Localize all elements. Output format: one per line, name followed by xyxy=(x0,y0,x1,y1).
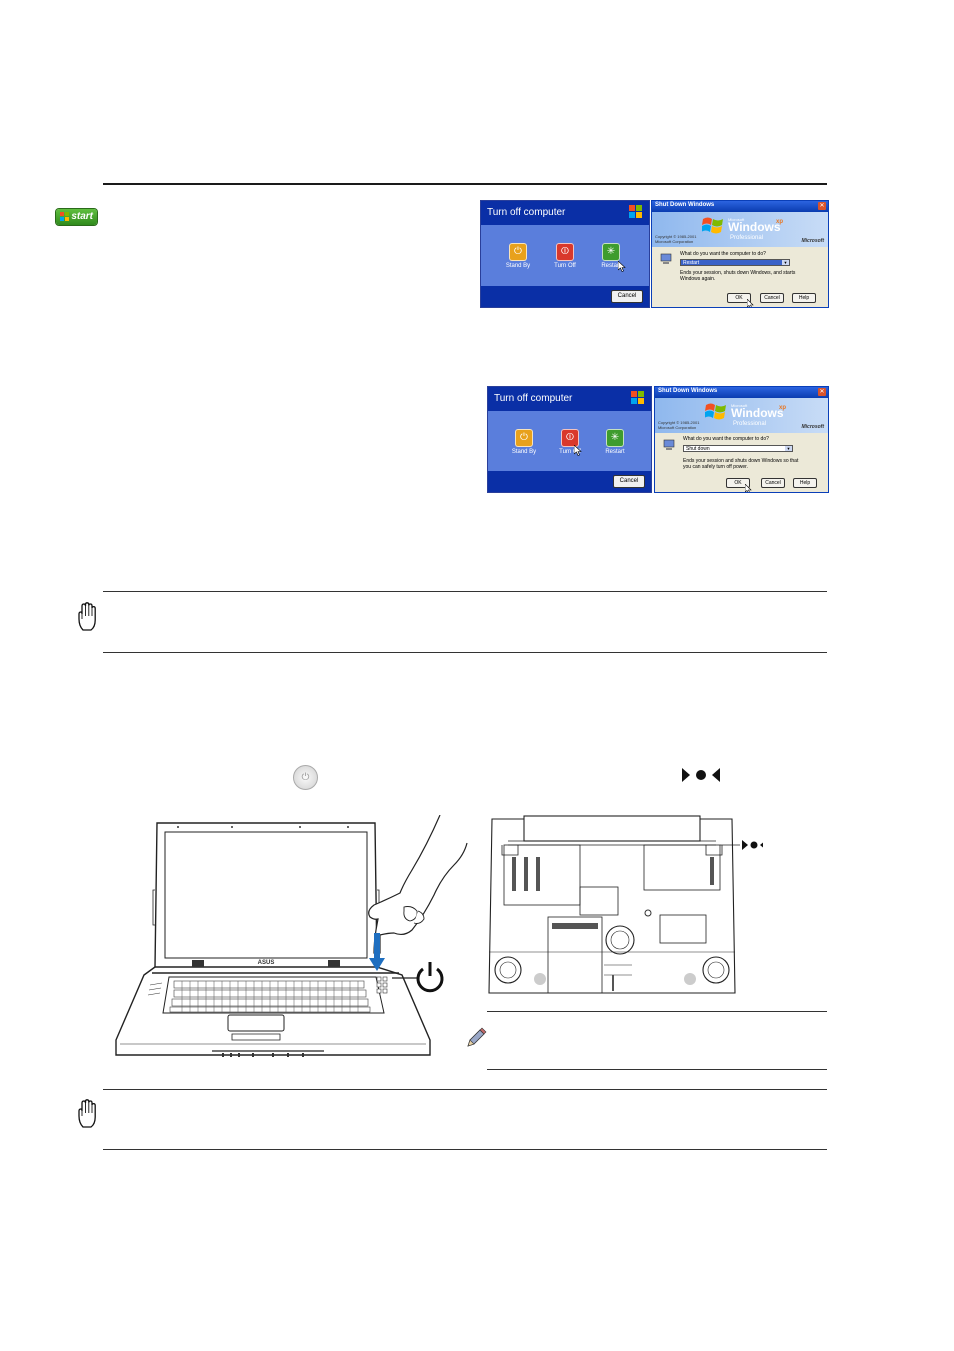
standby-icon: ⏻ xyxy=(509,243,527,261)
description-text: Ends your session, shuts down Windows, a… xyxy=(680,270,796,282)
warning-top-rule xyxy=(103,1089,827,1090)
computer-icon xyxy=(663,438,675,450)
dialog-title: Shut Down Windows xyxy=(658,388,718,394)
help-button[interactable]: Help xyxy=(792,293,816,303)
restart-label: Restart xyxy=(601,263,621,269)
close-icon[interactable]: ✕ xyxy=(818,388,826,396)
turn-off-dialog: Turn off computer ⏻ Stand By ⏼ Turn Off … xyxy=(480,200,650,308)
standby-option[interactable]: ⏻ Stand By xyxy=(504,429,544,455)
brand-xp: xp xyxy=(776,219,784,225)
start-label: start xyxy=(71,211,93,222)
standby-icon: ⏻ xyxy=(515,429,533,447)
brand-edition: Professional xyxy=(730,235,764,241)
windows-banner: Microsoft Windows xp Professional Copyri… xyxy=(655,398,828,433)
turn-off-dialog: Turn off computer ⏻ Stand By ⏼ Turn Off … xyxy=(487,386,652,493)
note-pencil-icon xyxy=(464,1026,488,1050)
mouse-cursor-icon xyxy=(617,259,626,277)
dialog-footer: Cancel xyxy=(488,471,651,492)
mouse-cursor-icon xyxy=(746,296,754,307)
cancel-button[interactable]: Cancel xyxy=(760,293,784,303)
ok-button[interactable]: OK xyxy=(727,293,751,303)
warning-bottom-rule xyxy=(103,652,827,653)
brand-windows: Windows xyxy=(728,220,781,234)
windows-xp-logo-icon xyxy=(702,217,723,234)
windows-banner: Microsoft Windows xp Professional Copyri… xyxy=(652,212,828,247)
turnoff-option[interactable]: ⏼ Turn Off xyxy=(545,243,585,269)
copyright-text: Copyright © 1985-2001 Microsoft Corporat… xyxy=(658,420,700,430)
turnoff-label: Turn Off xyxy=(559,449,581,455)
brand-xp: xp xyxy=(779,405,787,411)
warning-hand-icon xyxy=(77,1099,99,1129)
shut-down-windows-dialog: Shut Down Windows ✕ Microsoft Windows xp… xyxy=(654,386,829,493)
warning-hand-icon xyxy=(77,602,99,632)
microsoft-logo: Microsoft xyxy=(801,238,825,244)
brand-windows: Windows xyxy=(731,406,784,420)
note-top-rule xyxy=(487,1011,827,1012)
dialog-header: Turn off computer xyxy=(481,201,649,225)
action-select[interactable]: Restart ▼ xyxy=(680,259,790,266)
mouse-cursor-icon xyxy=(744,481,752,492)
mouse-cursor-icon xyxy=(573,443,582,461)
action-selected: Restart xyxy=(683,260,700,266)
action-selected: Shut down xyxy=(686,446,710,452)
ok-button[interactable]: OK xyxy=(726,478,750,488)
cancel-button[interactable]: Cancel xyxy=(611,290,643,303)
cancel-button[interactable]: Cancel xyxy=(761,478,785,488)
brand-edition: Professional xyxy=(733,421,767,427)
restart-icon: ✳ xyxy=(602,243,620,261)
restart-icon: ✳ xyxy=(606,429,624,447)
laptop-bottom-illustration xyxy=(488,815,763,994)
dialog-titlebar: Shut Down Windows ✕ xyxy=(655,387,828,398)
description-text: Ends your session and shuts down Windows… xyxy=(683,458,799,470)
chevron-down-icon[interactable]: ▼ xyxy=(785,446,792,451)
warning-bottom-rule xyxy=(103,1149,827,1150)
question-text: What do you want the computer to do? xyxy=(683,436,769,442)
windows-xp-logo-icon xyxy=(705,403,726,420)
restart-option[interactable]: ✳ Restart xyxy=(591,243,631,269)
windows-flag-icon xyxy=(60,212,69,221)
laptop-brand-logo: ASUS xyxy=(258,960,275,966)
dialog-title: Shut Down Windows xyxy=(655,202,715,208)
computer-icon xyxy=(660,252,672,264)
standby-option[interactable]: ⏻ Stand By xyxy=(498,243,538,269)
action-select[interactable]: Shut down ▼ xyxy=(683,445,793,452)
brand-small: Microsoft xyxy=(731,403,748,408)
warning-top-rule xyxy=(103,591,827,592)
emergency-shutdown-icon xyxy=(681,766,721,789)
dialog-title: Turn off computer xyxy=(487,207,566,218)
restart-label: Restart xyxy=(605,449,625,455)
dialog-header: Turn off computer xyxy=(488,387,651,411)
dialog-titlebar: Shut Down Windows ✕ xyxy=(652,201,828,212)
laptop-illustration: ASUS xyxy=(115,815,468,1057)
section-divider xyxy=(103,183,827,185)
shut-down-windows-dialog: Shut Down Windows ✕ Microsoft Windows xp… xyxy=(651,200,829,308)
windows-logo-icon xyxy=(629,205,643,219)
question-text: What do you want the computer to do? xyxy=(680,251,766,257)
chevron-down-icon[interactable]: ▼ xyxy=(782,260,789,265)
turnoff-icon: ⏼ xyxy=(556,243,574,261)
windows-logo-icon xyxy=(631,391,645,405)
dialog-title: Turn off computer xyxy=(494,393,573,404)
close-icon[interactable]: ✕ xyxy=(818,202,826,210)
microsoft-logo: Microsoft xyxy=(801,424,825,430)
help-button[interactable]: Help xyxy=(793,478,817,488)
standby-label: Stand By xyxy=(505,263,531,269)
turnoff-icon: ⏼ xyxy=(561,429,579,447)
turnoff-label: Turn Off xyxy=(554,263,576,269)
restart-option[interactable]: ✳ Restart xyxy=(595,429,635,455)
standby-label: Stand By xyxy=(511,449,537,455)
power-button-icon: ⏻ xyxy=(293,765,318,790)
turnoff-option[interactable]: ⏼ Turn Off xyxy=(550,429,590,455)
start-button[interactable]: start xyxy=(56,209,97,225)
copyright-text: Copyright © 1985-2001 Microsoft Corporat… xyxy=(655,234,697,244)
cancel-button[interactable]: Cancel xyxy=(613,475,645,488)
dialog-footer: Cancel xyxy=(481,286,649,307)
note-bottom-rule xyxy=(487,1069,827,1070)
brand-small: Microsoft xyxy=(728,217,745,222)
